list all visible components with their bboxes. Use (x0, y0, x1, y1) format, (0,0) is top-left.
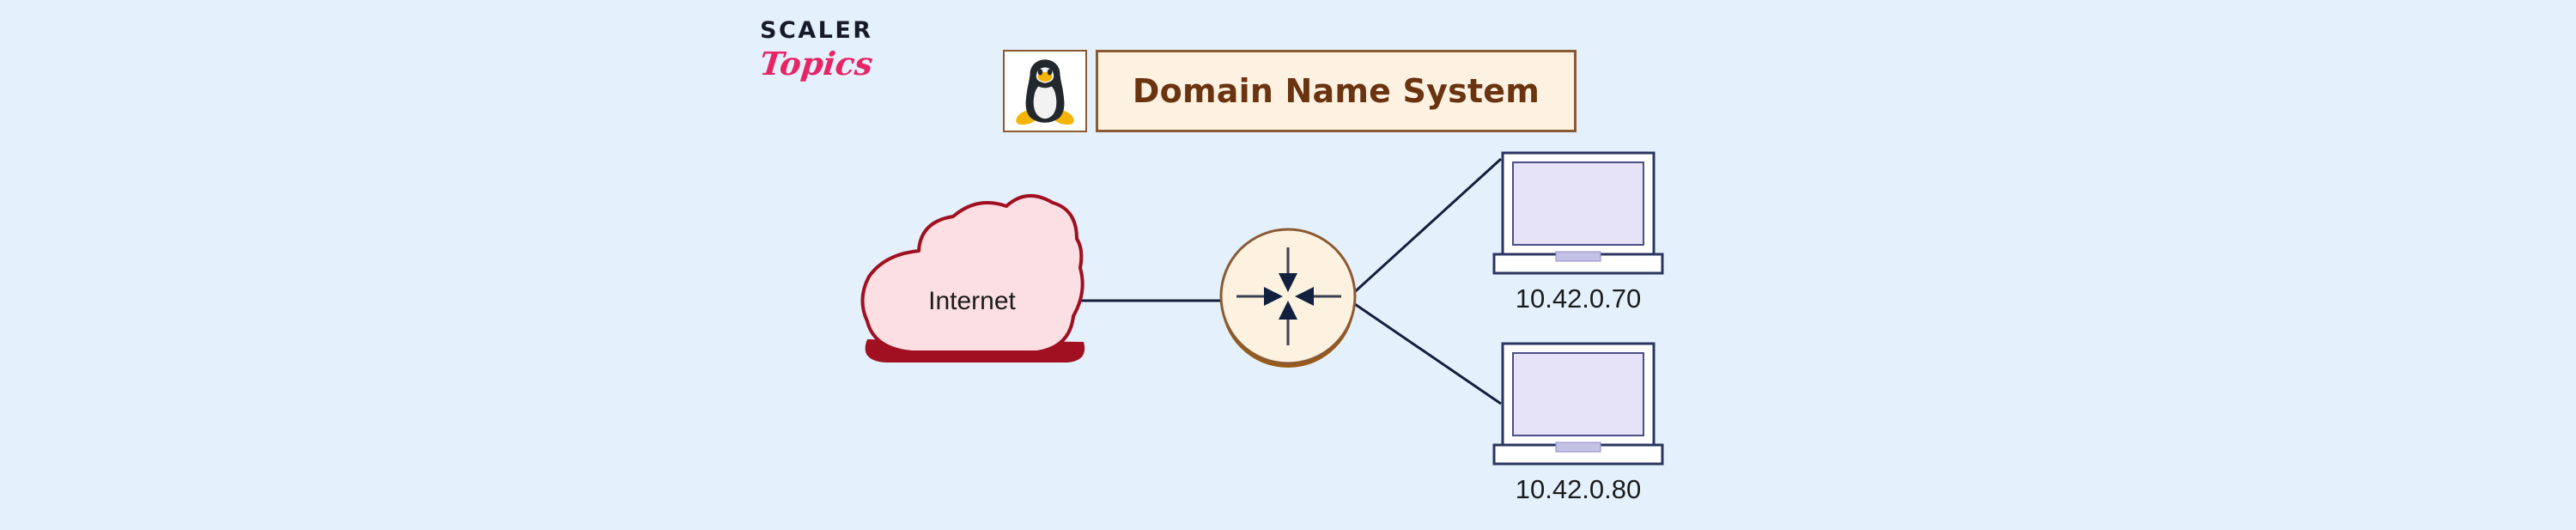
scaler-topics-logo: SCALER Topics (758, 17, 949, 109)
internet-cloud-node: Internet (860, 194, 1085, 362)
linux-tux-penguin-icon (1003, 50, 1087, 132)
client-laptop-1-ip-label: 10.42.0.70 (1516, 283, 1642, 314)
logo-scaler-text: SCALER (760, 17, 873, 44)
internet-cloud-label: Internet (928, 287, 1016, 315)
client-laptop-2-ip-label: 10.42.0.80 (1516, 474, 1642, 504)
page-title: Domain Name System (1132, 72, 1540, 110)
client-laptop-2-node: 10.42.0.80 (1492, 342, 1664, 504)
client-laptop-1-node: 10.42.0.70 (1492, 151, 1664, 314)
link-router-to-laptop-1 (1348, 157, 1503, 298)
dns-router-node (1219, 228, 1357, 368)
router-arrows-icon (1236, 247, 1341, 345)
page-title-banner: Domain Name System (1096, 50, 1577, 132)
link-router-to-laptop-2 (1349, 299, 1502, 405)
